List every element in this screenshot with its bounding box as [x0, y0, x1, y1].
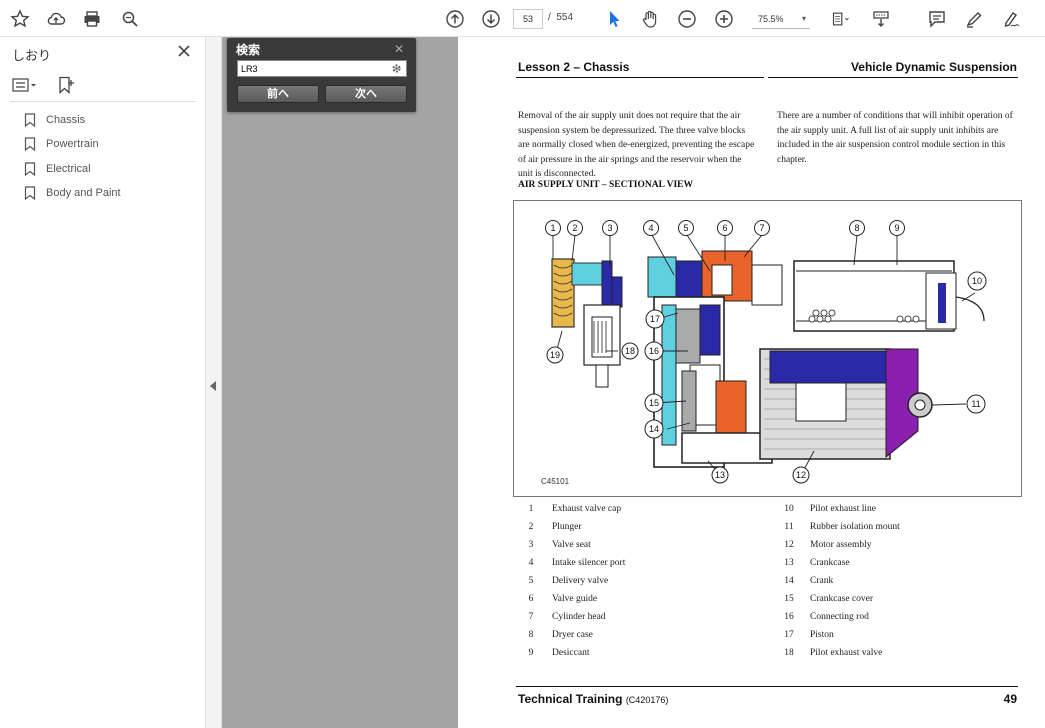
toolbar: 53 / 554 75.5% ▾: [0, 0, 1045, 37]
callout-1: 1: [550, 223, 555, 233]
page-separator: /: [548, 12, 551, 23]
highlight-pen-icon[interactable]: [961, 6, 987, 32]
bookmark-label: Powertrain: [46, 138, 99, 150]
zoom-in-icon[interactable]: [711, 6, 737, 32]
pdf-page: Lesson 2 – Chassis Vehicle Dynamic Suspe…: [458, 37, 1045, 728]
find-title: 検索: [236, 43, 261, 57]
page-number-input[interactable]: 53: [513, 9, 543, 29]
print-icon[interactable]: [79, 6, 105, 32]
callout-16: 16: [649, 346, 659, 356]
page-header-lesson: Lesson 2 – Chassis: [518, 60, 630, 74]
figure-heading: AIR SUPPLY UNIT – SECTIONAL VIEW: [518, 180, 694, 190]
callout-11: 11: [971, 399, 980, 409]
bookmark-item-body-and-paint[interactable]: Body and Paint: [24, 184, 121, 202]
next-page-icon[interactable]: [478, 6, 504, 32]
bookmarks-panel: しおり Chassis Powertrain Electrical Body a…: [0, 37, 206, 728]
callout-5: 5: [683, 223, 688, 233]
callout-10: 10: [972, 276, 982, 286]
callout-7: 7: [759, 223, 764, 233]
bookmark-icon: [24, 162, 36, 176]
cloud-upload-icon[interactable]: [43, 6, 69, 32]
bookmark-item-chassis[interactable]: Chassis: [24, 111, 85, 129]
callout-4: 4: [648, 223, 653, 233]
callout-17: 17: [650, 314, 660, 324]
bookmark-star-icon[interactable]: [7, 6, 33, 32]
panel-title: しおり: [12, 48, 52, 63]
scroll-mode-icon[interactable]: [868, 6, 894, 32]
callout-3: 3: [607, 223, 612, 233]
paragraph-left: Removal of the air supply unit does not …: [518, 111, 755, 179]
find-panel: 検索 ✕ 前へ 次へ: [227, 38, 416, 112]
add-bookmark-icon[interactable]: [57, 75, 75, 95]
callout-9: 9: [894, 223, 899, 233]
total-pages: 554: [556, 12, 574, 23]
bookmark-icon: [24, 186, 36, 200]
footer-title: Technical Training: [518, 692, 623, 706]
bookmark-options-button[interactable]: [12, 75, 38, 95]
figure-code: C45101: [541, 477, 570, 486]
comment-icon[interactable]: [924, 6, 950, 32]
bookmark-icon: [24, 113, 36, 127]
callout-19: 19: [550, 350, 560, 360]
panel-collapse-handle[interactable]: [206, 37, 222, 728]
callout-8: 8: [854, 223, 859, 233]
hand-tool-icon[interactable]: [637, 6, 663, 32]
callout-15: 15: [649, 398, 659, 408]
callout-13: 13: [715, 470, 725, 480]
callout-18: 18: [625, 346, 635, 356]
page-header-section: Vehicle Dynamic Suspension: [850, 60, 1017, 74]
zoom-select[interactable]: 75.5% ▾: [752, 9, 810, 29]
document-viewer: Lesson 2 – Chassis Vehicle Dynamic Suspe…: [222, 37, 1045, 728]
footer-code: (C420176): [625, 695, 669, 705]
prev-page-icon[interactable]: [442, 6, 468, 32]
air-supply-unit-diagram: 1 2 3 4 5 6 7 8 9 10 11 12 13 14: [513, 200, 1022, 497]
gear-icon[interactable]: [390, 62, 403, 75]
zoom-value: 75.5%: [758, 14, 784, 24]
close-icon[interactable]: [176, 43, 192, 59]
zoom-out-icon[interactable]: [674, 6, 700, 32]
callout-14: 14: [649, 424, 659, 434]
find-input[interactable]: [237, 60, 407, 77]
bookmark-label: Chassis: [46, 114, 86, 126]
find-prev-button[interactable]: 前へ: [237, 85, 319, 103]
callout-12: 12: [796, 470, 806, 480]
search-icon[interactable]: [117, 6, 143, 32]
callout-6: 6: [722, 223, 727, 233]
chevron-left-icon: [210, 381, 216, 391]
callout-2: 2: [572, 223, 577, 233]
bookmark-item-electrical[interactable]: Electrical: [24, 160, 91, 178]
sign-icon[interactable]: [998, 6, 1024, 32]
page-fit-icon[interactable]: [826, 6, 856, 32]
bookmark-item-powertrain[interactable]: Powertrain: [24, 135, 99, 153]
select-cursor-icon[interactable]: [601, 6, 627, 32]
bookmark-icon: [24, 137, 36, 151]
sectional-view-illustration: 1 2 3 4 5 6 7 8 9 10 11 12 13 14: [545, 220, 987, 484]
close-icon[interactable]: ✕: [394, 42, 405, 56]
page-number: 49: [1003, 692, 1017, 706]
bookmark-label: Electrical: [46, 163, 91, 175]
chevron-down-icon: ▾: [801, 14, 806, 23]
bookmark-label: Body and Paint: [46, 187, 121, 199]
find-next-button[interactable]: 次へ: [325, 85, 407, 103]
page-footer: Technical Training (C420176): [518, 692, 668, 706]
paragraph-right: There are a number of conditions that wi…: [777, 111, 1013, 165]
